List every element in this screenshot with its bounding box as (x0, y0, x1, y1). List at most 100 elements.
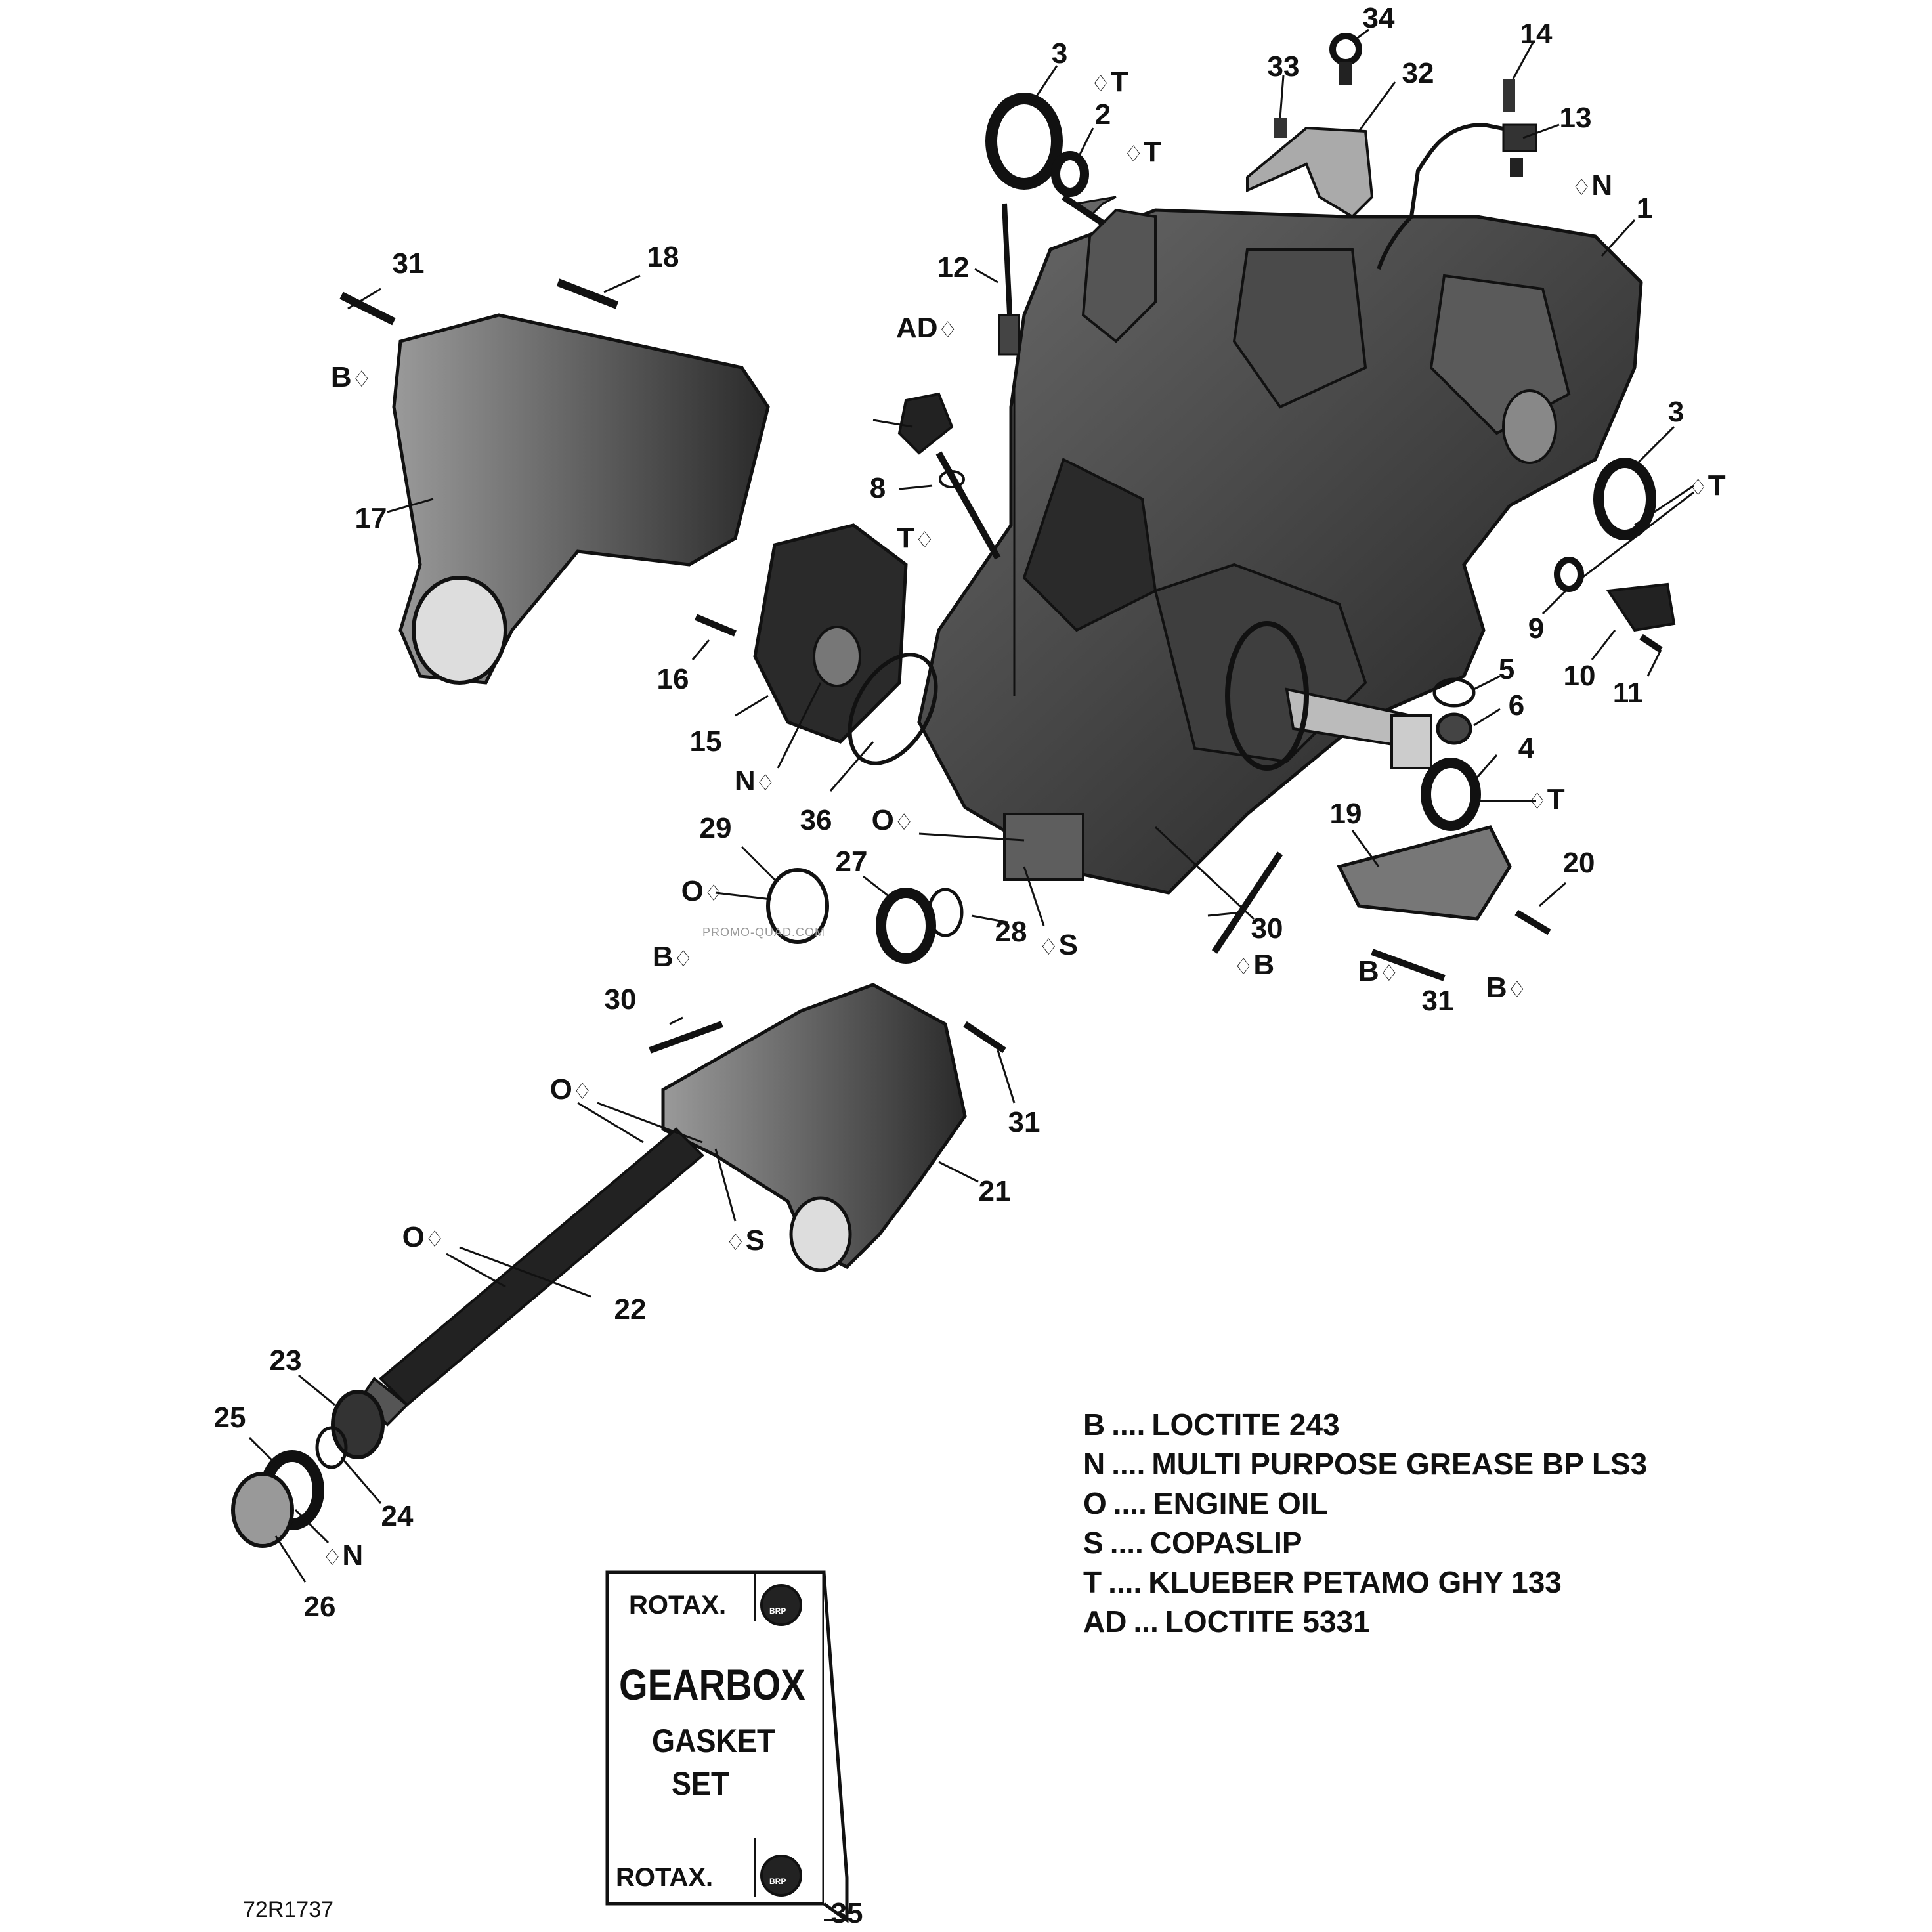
oil-seal-4 (1421, 758, 1481, 831)
callout-20: 20 (1562, 847, 1595, 879)
callout-31: 31 (392, 247, 425, 280)
callout-26: 26 (303, 1591, 336, 1623)
seal-23 (331, 1390, 385, 1459)
lube-mark-t: T♢ (897, 522, 935, 554)
callout-35: 35 (830, 1897, 863, 1929)
brp-logo-icon: BRP (760, 1855, 802, 1897)
lifting-eye (1329, 33, 1362, 66)
callout-33: 33 (1267, 51, 1300, 83)
lube-mark-b: ♢B (1233, 949, 1275, 981)
callout-12: 12 (937, 251, 970, 284)
kit-title: GEARBOX (619, 1660, 805, 1709)
callout-31-lower: 31 (1008, 1106, 1041, 1138)
bracket-32 (1246, 126, 1374, 219)
oil-seal-3-right (1593, 458, 1656, 540)
callout-15: 15 (689, 725, 722, 758)
plug-6 (1436, 712, 1472, 745)
o-ring-29 (766, 868, 829, 944)
drawing-number: 72R1737 (243, 1897, 334, 1922)
legend-row: N....MULTI PURPOSE GREASE BP LS3 (1083, 1447, 1648, 1481)
oil-seal-3-top (985, 93, 1063, 190)
lubricant-legend: B....LOCTITE 243 N....MULTI PURPOSE GREA… (1083, 1405, 1647, 1641)
seal-27 (876, 888, 936, 964)
gasket-kit-label: ROTAX. BRP GEARBOX GASKET SET ROTAX. BRP (603, 1571, 846, 1912)
callout-17: 17 (354, 502, 387, 534)
rotax-brand-bottom: ROTAX. (616, 1863, 714, 1892)
legend-row: S....COPASLIP (1083, 1526, 1302, 1560)
gasket-kit-package (605, 1570, 849, 1923)
callout-28: 28 (995, 916, 1027, 948)
callout-5: 5 (1498, 653, 1515, 685)
front-output-housing-21 (661, 983, 967, 1270)
lube-mark-o: O♢ (402, 1221, 445, 1253)
callout-3: 3 (1051, 37, 1068, 70)
lube-mark-n: N♢ (734, 765, 776, 797)
callout-8: 8 (869, 472, 886, 504)
callout-36: 36 (800, 804, 832, 836)
callout-30-right: 30 (1251, 912, 1283, 945)
lube-mark-n: ♢N (322, 1539, 364, 1572)
lube-mark-b: B♢ (1486, 972, 1528, 1004)
callout-34: 34 (1362, 2, 1395, 34)
callout-31-right: 31 (1421, 985, 1454, 1017)
lube-mark-b: B♢ (652, 941, 694, 973)
bearing-2 (1051, 151, 1089, 197)
circlip-28 (927, 888, 964, 937)
kit-subtitle-1: GASKET (652, 1723, 775, 1759)
lube-mark-t: ♢T (1123, 136, 1161, 168)
callout-4: 4 (1518, 732, 1535, 764)
lube-mark-o: O♢ (549, 1073, 593, 1106)
watermark: PROMO-QUAD.COM (702, 926, 825, 939)
lube-mark-s: ♢S (1039, 929, 1078, 961)
brp-logo-icon: BRP (760, 1584, 802, 1626)
lube-mark-s: ♢S (725, 1224, 765, 1256)
speed-sensor (1502, 123, 1537, 152)
legend-row: B....LOCTITE 243 (1083, 1407, 1340, 1442)
legend-row: AD...LOCTITE 5331 (1083, 1604, 1370, 1639)
callout-1: 1 (1636, 192, 1653, 225)
legend-row: O....ENGINE OIL (1083, 1486, 1328, 1520)
callout-21: 21 (978, 1175, 1011, 1207)
o-ring-36 (848, 653, 938, 765)
callout-25: 25 (213, 1402, 246, 1434)
lube-mark-b: B♢ (1358, 955, 1400, 987)
sensor-10 (1606, 582, 1676, 632)
callout-22: 22 (614, 1293, 647, 1325)
circlip-24 (315, 1426, 348, 1469)
lube-mark-b: B♢ (330, 361, 372, 393)
bracket-19 (1337, 825, 1512, 921)
callout-6: 6 (1508, 689, 1525, 721)
lube-mark-o: O♢ (871, 804, 914, 836)
callout-23: 23 (269, 1344, 302, 1377)
callout-13: 13 (1559, 102, 1592, 134)
lube-mark-n: ♢N (1571, 169, 1613, 202)
callout-19: 19 (1329, 798, 1362, 830)
leader-lines (248, 28, 1694, 1583)
callout-18: 18 (647, 241, 679, 273)
callout-9: 9 (1528, 612, 1545, 645)
lube-mark-o: O♢ (681, 875, 724, 907)
callout-24: 24 (381, 1500, 414, 1532)
lube-mark-t: ♢T (1090, 66, 1128, 98)
callout-2: 2 (1094, 98, 1111, 131)
callout-29: 29 (699, 812, 732, 844)
callout-3-right: 3 (1667, 396, 1685, 428)
o-ring-5 (1432, 677, 1476, 708)
lube-mark-ad: AD♢ (895, 312, 958, 344)
kit-subtitle-2: SET (672, 1765, 729, 1802)
legend-row: T....KLUEBER PETAMO GHY 133 (1083, 1565, 1562, 1599)
dipstick-8 (897, 392, 954, 455)
callout-11: 11 (1612, 677, 1644, 709)
callout-30-left: 30 (604, 983, 637, 1016)
lube-mark-t: ♢T (1527, 783, 1565, 815)
bearing-9 (1554, 557, 1584, 592)
callout-32: 32 (1402, 57, 1434, 89)
callout-27: 27 (835, 846, 868, 878)
deflector-26 (231, 1472, 294, 1548)
lube-mark-t: ♢T (1688, 469, 1726, 502)
callout-10: 10 (1563, 660, 1596, 692)
gearbox-housing (917, 194, 1643, 895)
callout-16: 16 (656, 663, 689, 695)
